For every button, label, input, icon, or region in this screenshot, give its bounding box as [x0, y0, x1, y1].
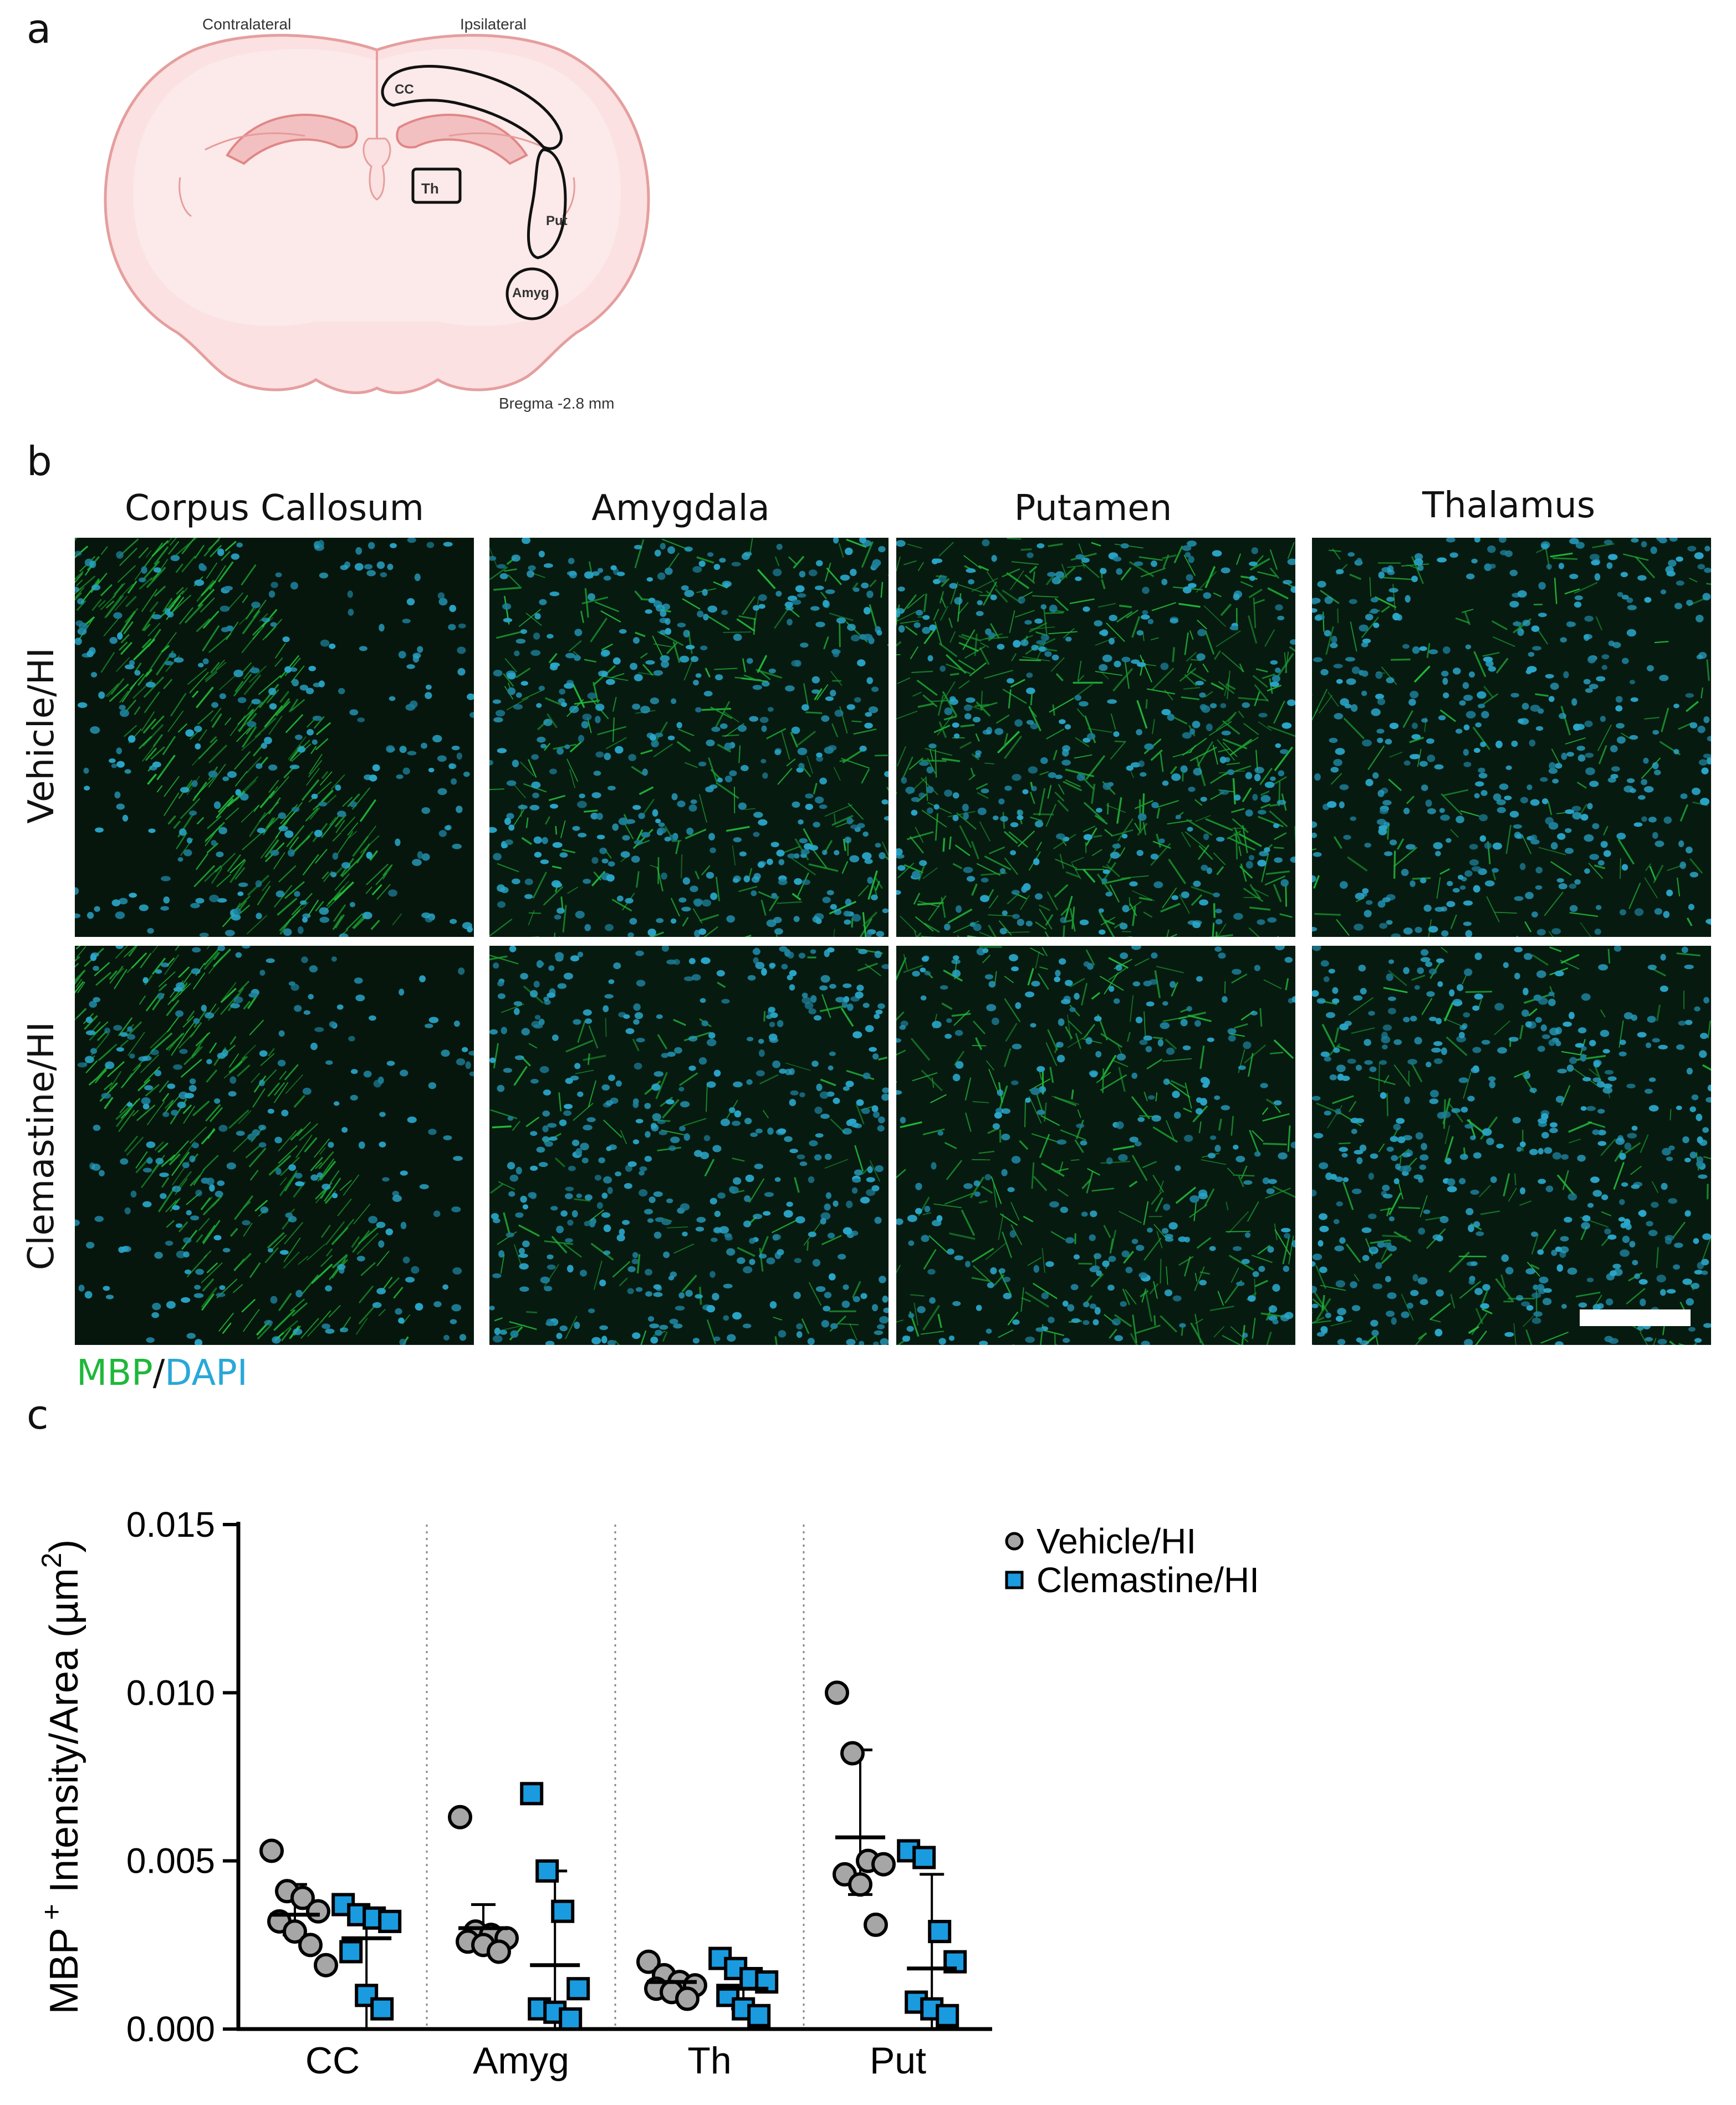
data-point-clemastine — [535, 1859, 559, 1883]
column-title-putamen: Putamen — [1014, 488, 1172, 529]
micrograph-clemastine-amygdala — [489, 946, 889, 1345]
micrograph-texture — [75, 946, 474, 1345]
data-point-clemastine — [370, 1997, 394, 2021]
row-label-clemastine: Clemastine/HI — [21, 1021, 62, 1271]
y-tick-label: 0.010 — [126, 1673, 215, 1712]
region-amyg-label: Amyg — [512, 286, 549, 300]
data-point-clemastine — [559, 2007, 583, 2031]
x-tick-label: CC — [305, 2040, 360, 2082]
data-point-vehicle — [825, 1680, 849, 1705]
data-point-clemastine — [355, 1984, 379, 2007]
x-tick-label: Put — [870, 2040, 926, 2082]
region-put-label: Put — [546, 213, 568, 228]
legend-marker-vehicle — [1005, 1532, 1024, 1551]
data-point-clemastine — [912, 1846, 936, 1869]
micrograph-texture — [896, 946, 1295, 1345]
panel-a-letter: a — [27, 6, 52, 52]
micrograph-clemastine-putamen — [896, 946, 1295, 1345]
data-point-vehicle — [314, 1953, 338, 1977]
data-point-vehicle — [848, 1872, 872, 1897]
micrograph-texture — [489, 946, 889, 1345]
data-point-vehicle — [448, 1805, 472, 1829]
label-ipsilateral: Ipsilateral — [460, 16, 527, 33]
stain-legend: MBP/DAPI — [76, 1353, 248, 1394]
stain-separator: / — [152, 1353, 165, 1394]
panel-c-letter: c — [27, 1392, 49, 1438]
scale-bar — [1580, 1309, 1691, 1326]
data-point-vehicle — [259, 1838, 284, 1863]
micrograph-texture — [75, 538, 474, 937]
micrograph-vehicle-corpus-callosum — [75, 538, 474, 937]
y-tick-label: 0.005 — [126, 1841, 215, 1881]
region-th-label: Th — [421, 180, 439, 197]
stain-dapi-label: DAPI — [165, 1353, 248, 1394]
data-point-vehicle — [298, 1933, 323, 1958]
y-axis-label: MBP + Intensity/Area (µm2) — [36, 1540, 86, 2015]
micrograph-clemastine-corpus-callosum — [75, 946, 474, 1345]
data-point-vehicle — [840, 1741, 865, 1766]
micrograph-texture — [1312, 946, 1711, 1345]
data-point-clemastine — [520, 1782, 544, 1806]
data-point-vehicle — [306, 1899, 330, 1924]
data-point-clemastine — [378, 1909, 402, 1933]
micrograph-vehicle-putamen — [896, 538, 1295, 937]
column-title-corpus-callosum: Corpus Callosum — [125, 488, 424, 529]
row-label-vehicle: Vehicle/HI — [21, 648, 62, 824]
stain-mbp-label: MBP — [76, 1353, 153, 1394]
label-contralateral: Contralateral — [202, 16, 292, 33]
micrograph-texture — [1312, 538, 1711, 937]
x-tick-label: Amyg — [473, 2040, 569, 2082]
region-cc-label: CC — [395, 82, 414, 97]
data-point-clemastine — [551, 1899, 575, 1923]
data-point-vehicle — [864, 1912, 888, 1937]
data-point-vehicle — [487, 1939, 511, 1964]
column-title-thalamus: Thalamus — [1422, 485, 1596, 526]
micrograph-texture — [896, 538, 1295, 937]
data-point-clemastine — [339, 1940, 363, 1964]
data-point-vehicle — [871, 1852, 896, 1877]
data-point-clemastine — [936, 2004, 959, 2027]
data-point-clemastine — [566, 1977, 590, 2001]
micrograph-vehicle-amygdala — [489, 538, 889, 937]
brain-schematic — [104, 34, 650, 394]
data-point-vehicle — [290, 1885, 315, 1910]
legend-label: Clemastine/HI — [1037, 1560, 1259, 1600]
micrograph-texture — [489, 538, 889, 937]
y-tick-label: 0.015 — [126, 1505, 215, 1545]
bregma-label: Bregma -2.8 mm — [499, 395, 615, 412]
data-point-vehicle — [636, 1949, 661, 1974]
data-point-clemastine — [747, 2004, 771, 2027]
data-point-vehicle — [675, 1986, 699, 2011]
x-tick-label: Th — [687, 2040, 731, 2082]
legend-label: Vehicle/HI — [1037, 1521, 1196, 1561]
data-point-vehicle — [283, 1919, 307, 1944]
legend-marker-clemastine — [1005, 1571, 1024, 1589]
data-point-clemastine — [928, 1920, 952, 1944]
micrograph-vehicle-thalamus — [1312, 538, 1711, 937]
panel-b-letter: b — [27, 438, 52, 485]
micrograph-clemastine-thalamus — [1312, 946, 1711, 1345]
y-tick-label: 0.000 — [126, 2009, 215, 2049]
column-title-amygdala: Amygdala — [591, 488, 770, 529]
